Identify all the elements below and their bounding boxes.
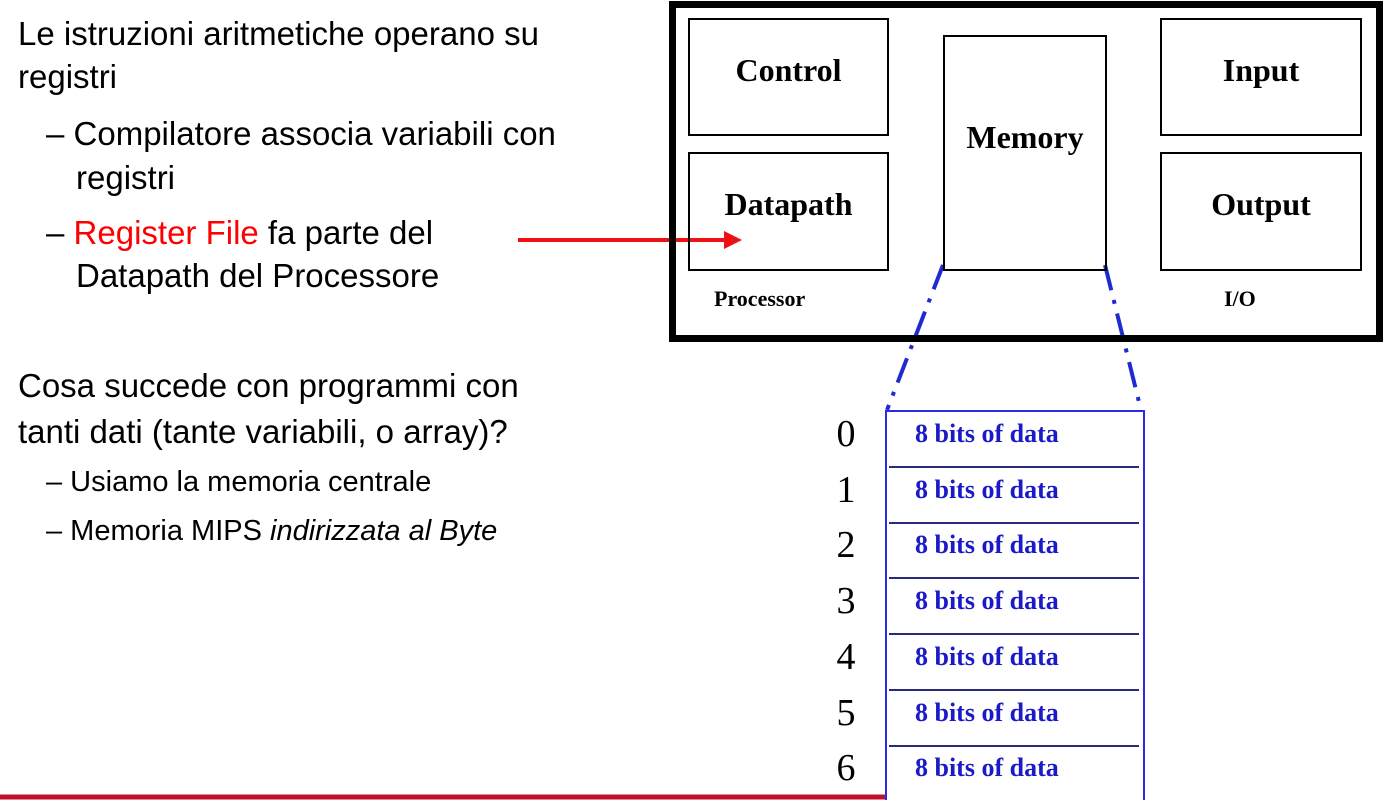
sub-bullet-1-line-1: – Compilatore associa variabili con [46, 115, 556, 152]
memory-row: 8 bits of data [887, 746, 1143, 802]
memory-row: 8 bits of data [887, 412, 1143, 468]
memory-cell-content: 8 bits of data [915, 697, 1059, 727]
register-file-highlight: Register File [73, 214, 259, 251]
sub-bullet-2-rest: fa parte del [258, 214, 434, 251]
bullet-1-line-2: registri [18, 58, 118, 95]
zoom-line-left [885, 264, 945, 411]
sub-bullet-1-line-2: registri [76, 159, 176, 196]
datapath-box: Datapath [688, 152, 889, 271]
bullet-1-line-1: Le istruzioni aritmetiche operano su [18, 15, 539, 52]
sub-bullet-4-italic: indirizzata al Byte [270, 515, 498, 547]
memory-array: 8 bits of data 8 bits of data 8 bits of da… [885, 410, 1145, 800]
sub-bullet-3: – Usiamo la memoria centrale [46, 466, 432, 498]
sub-bullet-2-line-2: Datapath del Processore [76, 257, 440, 294]
memory-row-divider [889, 688, 1139, 691]
io-label: I/O [1224, 286, 1256, 311]
sub-bullet-4-plain: – Memoria MIPS [46, 515, 270, 547]
memory-address: 5 [836, 691, 856, 734]
bullet-2-line-1: Cosa succede con programmi con [18, 367, 519, 404]
memory-row-divider [889, 633, 1139, 636]
memory-label: Memory [966, 119, 1084, 155]
memory-address: 2 [836, 524, 856, 567]
memory-row: 8 bits of data [887, 468, 1143, 524]
memory-row-divider [889, 466, 1139, 468]
memory-row: 8 bits of data [887, 691, 1143, 747]
memory-address: 4 [836, 635, 856, 678]
output-box: Output [1160, 152, 1362, 271]
control-label: Control [735, 52, 842, 88]
memory-cell-content: 8 bits of data [915, 753, 1059, 783]
sub-bullet-4: – Memoria MIPS indirizzata al Byte [46, 514, 497, 548]
output-label: Output [1211, 186, 1311, 222]
input-box: Input [1160, 18, 1362, 136]
memory-row: 8 bits of data [887, 523, 1143, 580]
memory-row: 8 bits of data [887, 579, 1143, 636]
memory-cell-content: 8 bits of data [915, 641, 1059, 671]
computer-diagram-frame [669, 1, 1383, 342]
memory-row-divider [889, 577, 1139, 580]
memory-cell-content: 8 bits of data [915, 586, 1059, 616]
datapath-label: Datapath [724, 186, 853, 222]
memory-address: 3 [836, 580, 856, 623]
memory-address: 6 [836, 747, 856, 790]
memory-cell-content: 8 bits of data [915, 530, 1059, 560]
memory-cell-content: 8 bits of data [915, 419, 1059, 448]
memory-box: Memory [943, 35, 1107, 271]
memory-address: 1 [836, 468, 856, 511]
processor-label: Processor [714, 286, 806, 311]
control-box: Control [688, 18, 889, 136]
sub-bullet-2-line-1: – Register File fa parte del [46, 213, 433, 253]
memory-address: 0 [836, 413, 856, 455]
memory-cell-content: 8 bits of data [915, 474, 1059, 504]
memory-row-divider [889, 744, 1139, 747]
sub-bullet-2-dash: – [46, 214, 74, 251]
memory-row-divider [889, 521, 1139, 524]
arrow-head-icon [724, 231, 742, 249]
bullet-2-line-2: tanti dati (tante variabili, o array)? [18, 413, 508, 450]
input-label: Input [1222, 52, 1300, 88]
memory-row: 8 bits of data [887, 635, 1143, 691]
